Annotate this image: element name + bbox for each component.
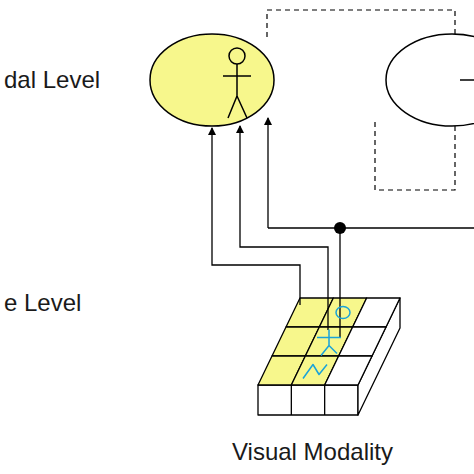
grid-cell [339,327,386,356]
object-glyph [460,79,474,81]
dashed-link [267,10,455,37]
stick-figure [223,48,251,118]
person-ellipse [150,34,274,126]
grid-cell [353,298,400,327]
feature-wire-end [300,298,340,338]
grid-cell [325,356,372,385]
grid-divider [291,385,324,415]
figure-fragments [303,307,350,379]
dashed-link [375,122,455,190]
visual-grid [258,298,400,415]
object-ellipse [386,34,474,126]
modality-label: Visual Modality [232,440,393,464]
feature-wires [212,118,474,338]
grid-front-face [258,385,358,415]
level-label: dal Level [4,68,100,92]
level-label: e Level [4,291,81,315]
junction-dot [334,222,346,234]
